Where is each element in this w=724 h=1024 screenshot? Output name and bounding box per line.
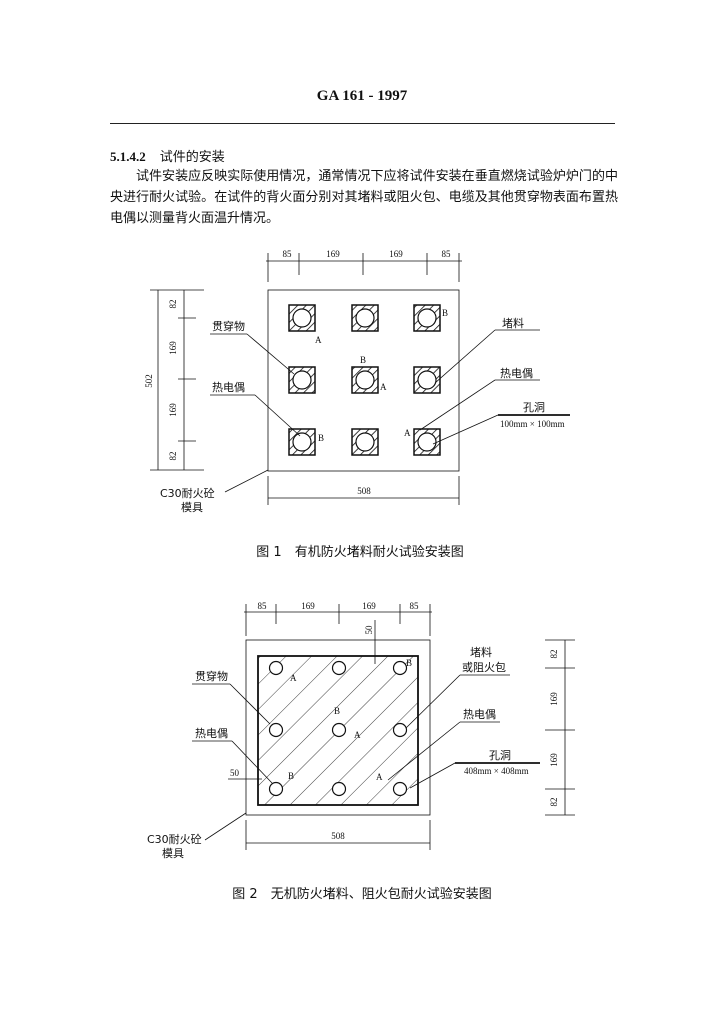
- fig2-hole: [268, 660, 284, 676]
- fig1-label-penetrant: 贯穿物: [212, 319, 245, 333]
- figure-1-caption: 图 1 有机防火堵料耐火试验安装图: [256, 544, 463, 560]
- section-number: 5.1.4.2: [110, 149, 146, 164]
- fig1-left-dim-2: 169: [168, 341, 178, 355]
- fig2-right-dim-4: 82: [549, 798, 559, 807]
- fig1-block: [351, 428, 379, 456]
- fig1-label-mold-line1: C30耐火砼: [160, 487, 215, 500]
- fig2-marker-b: B: [406, 658, 412, 668]
- fig1-label-mold-line2: 模具: [181, 501, 203, 514]
- fig1-label-sealant: 堵料: [502, 316, 524, 330]
- fig1-block: [413, 366, 441, 394]
- fig2-marker-a: A: [354, 730, 361, 740]
- fig2-top-dim-1: 85: [258, 601, 268, 611]
- fig1-marker-a: A: [404, 428, 411, 438]
- section-body-paragraph: 试件安装应反映实际使用情况，通常情况下应将试件安装在垂直燃烧试验炉炉门的中央进行…: [110, 169, 618, 226]
- fig1-block: [351, 304, 379, 332]
- fig1-block: [351, 366, 379, 394]
- fig2-mold-outline: [245, 639, 431, 816]
- fig1-block: [413, 428, 441, 456]
- fig2-hole: [392, 660, 408, 676]
- figure-1: 85 169 169 85 82 169 169 82 502: [144, 249, 570, 560]
- figure-2-right-dimensions: 82 169 169 82: [545, 639, 575, 816]
- fig1-left-dim-1: 82: [168, 300, 178, 309]
- fig2-label-thermocouple-left: 热电偶: [195, 727, 228, 740]
- fig1-marker-a: A: [380, 382, 387, 392]
- fig2-top-dim-4: 85: [410, 601, 420, 611]
- fig1-block: [288, 428, 316, 456]
- fig1-mold-outline: [267, 289, 460, 472]
- fig2-label-penetrant: 贯穿物: [195, 669, 228, 683]
- fig1-top-dim-2: 169: [326, 249, 340, 259]
- fig2-label-hole-size: 408mm × 408mm: [464, 766, 529, 776]
- fig1-marker-b: B: [442, 308, 448, 318]
- fig2-marker-a: A: [290, 673, 297, 683]
- fig1-left-dim-4: 82: [168, 452, 178, 461]
- figure-1-top-dimensions: 85 169 169 85: [266, 249, 462, 282]
- fig2-label-mold-line1: C30耐火砼: [147, 833, 202, 846]
- fig1-marker-b: B: [318, 433, 324, 443]
- fig1-label-hole: 孔洞: [523, 401, 545, 414]
- fig1-left-dim-3: 169: [168, 403, 178, 417]
- fig1-left-total: 502: [144, 374, 154, 388]
- fig2-hole: [392, 781, 408, 797]
- fig1-label-hole-size: 100mm × 100mm: [500, 419, 565, 429]
- fig2-hole: [268, 781, 284, 797]
- fig2-hole: [392, 722, 408, 738]
- fig1-block: [288, 304, 316, 332]
- fig2-hole: [268, 722, 284, 738]
- fig1-top-dim-4: 85: [442, 249, 452, 259]
- fig2-bottom-total: 508: [331, 831, 345, 841]
- fig2-right-dim-3: 169: [549, 753, 559, 767]
- fig1-marker-b: B: [360, 355, 366, 365]
- fig2-inner-left: 50: [230, 768, 240, 778]
- section-heading: 5.1.4.2 试件的安装: [110, 146, 225, 165]
- fig1-top-dim-3: 169: [389, 249, 403, 259]
- fig2-hole-grid: [268, 660, 408, 797]
- fig2-hole: [331, 781, 347, 797]
- fig2-top-dim-3: 169: [362, 601, 376, 611]
- fig2-right-dim-1: 82: [549, 650, 559, 659]
- fig1-top-dim-1: 85: [283, 249, 293, 259]
- figure-2: 85 169 169 85 50: [147, 601, 575, 902]
- fig1-block: [288, 366, 316, 394]
- fig1-sealant-grid: [288, 304, 441, 456]
- fig2-marker-b: B: [288, 771, 294, 781]
- fig1-label-thermocouple-right: 热电偶: [500, 367, 533, 380]
- fig1-label-thermocouple-left: 热电偶: [212, 381, 245, 394]
- fig2-label-sealant-line2: 或阻火包: [462, 661, 506, 674]
- fig2-label-hole: 孔洞: [489, 749, 511, 762]
- fig2-label-thermocouple-right: 热电偶: [463, 708, 496, 721]
- fig2-inner-top: 50: [364, 625, 374, 635]
- fig1-block: [413, 304, 441, 332]
- fig2-hole: [331, 722, 347, 738]
- figure-2-bottom-dimension: 508: [245, 820, 431, 850]
- fig2-label-mold-line2: 模具: [162, 847, 184, 860]
- fig1-bottom-total: 508: [357, 486, 371, 496]
- figure-2-caption: 图 2 无机防火堵料、阻火包耐火试验安装图: [232, 886, 491, 902]
- section-title: 试件的安装: [159, 150, 225, 165]
- header-rule: [110, 123, 615, 124]
- fig2-right-dim-2: 169: [549, 692, 559, 706]
- fig2-marker-b: B: [334, 706, 340, 716]
- figure-2-top-dimensions: 85 169 169 85: [244, 601, 432, 636]
- fig2-marker-a: A: [376, 772, 383, 782]
- fig2-label-sealant-line1: 堵料: [470, 645, 492, 659]
- fig1-marker-a: A: [315, 335, 322, 345]
- fig2-top-dim-2: 169: [301, 601, 315, 611]
- standard-code-header: GA 161 - 1997: [316, 88, 408, 104]
- figure-1-bottom-dimension: 508: [267, 476, 460, 505]
- fig2-hole: [331, 660, 347, 676]
- figure-1-left-dimensions: 82 169 169 82 502: [144, 289, 204, 471]
